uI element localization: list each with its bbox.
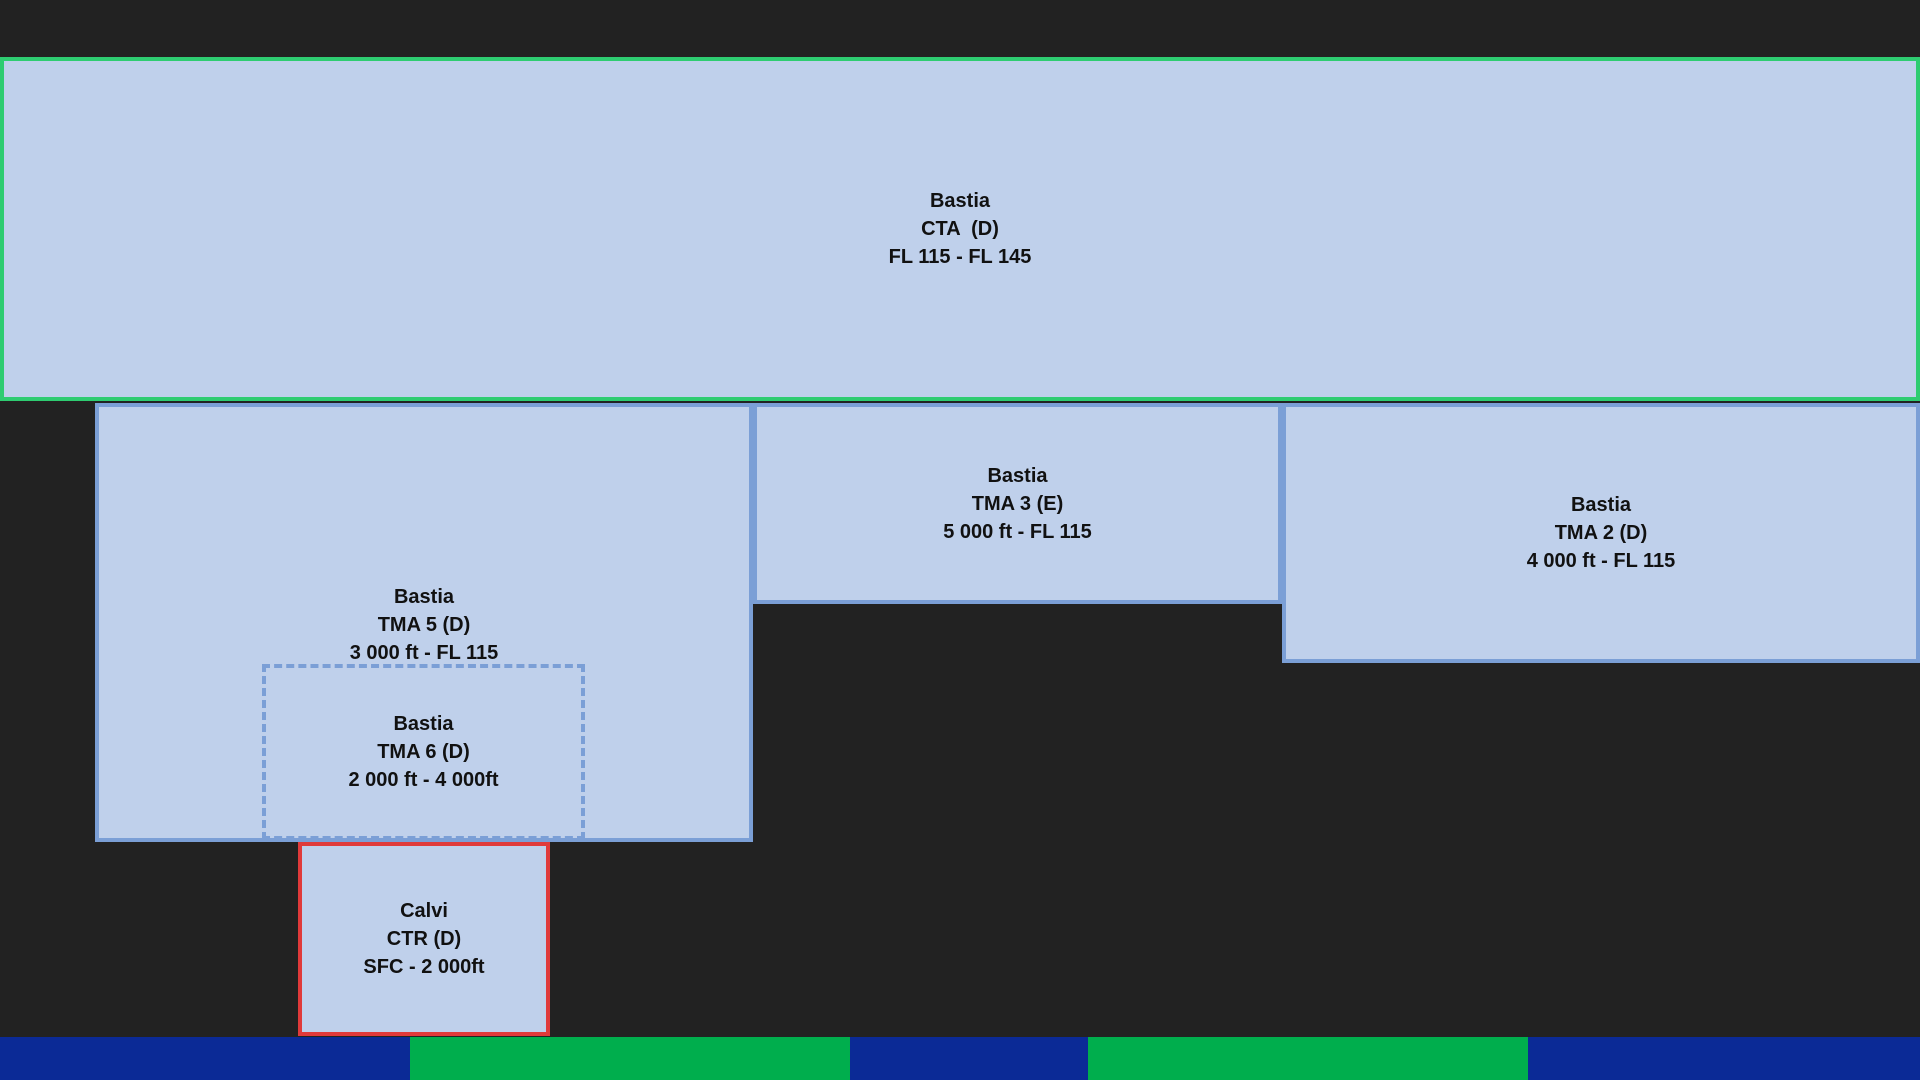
zone-name: TMA 3 (E) xyxy=(971,492,1064,515)
zone-bastia-cta: Bastia CTA (D) FL 115 - FL 145 xyxy=(0,57,1920,401)
zone-city: Bastia xyxy=(929,190,991,212)
zone-city: Bastia xyxy=(987,464,1048,487)
zone-city: Bastia xyxy=(1570,494,1632,516)
zone-name: CTA (D) xyxy=(921,218,999,240)
zone-bastia-tma2: Bastia TMA 2 (D) 4 000 ft - FL 115 xyxy=(1282,403,1920,663)
footer-bar-blue xyxy=(1528,1037,1920,1080)
footer-bar-green xyxy=(410,1037,850,1080)
zone-bastia-tma5: Bastia TMA 5 (D) 3 000 ft - FL 115 xyxy=(95,403,753,842)
zone-name: TMA 2 (D) xyxy=(1554,522,1648,544)
footer-bar-blue xyxy=(0,1037,410,1080)
zone-limits: FL 115 - FL 145 xyxy=(888,246,1032,268)
zone-limits: SFC - 2 000ft xyxy=(363,956,485,978)
zone-label: Bastia TMA 5 (D) 3 000 ft - FL 115 xyxy=(99,583,749,667)
zone-limits: 4 000 ft - FL 115 xyxy=(1526,550,1676,572)
zone-bastia-tma3: Bastia TMA 3 (E) 5 000 ft - FL 115 xyxy=(753,403,1282,604)
zone-city: Bastia xyxy=(393,713,454,735)
zone-bastia-tma6: Bastia TMA 6 (D) 2 000 ft - 4 000ft xyxy=(262,664,585,840)
zone-city: Calvi xyxy=(400,900,448,922)
zone-limits: 3 000 ft - FL 115 xyxy=(349,642,499,664)
zone-name: CTR (D) xyxy=(386,928,462,950)
footer-bar-green xyxy=(1088,1037,1528,1080)
footer-bar-blue xyxy=(850,1037,1088,1080)
zone-city: Bastia xyxy=(393,586,455,608)
zone-limits: 2 000 ft - 4 000ft xyxy=(348,769,499,791)
zone-calvi-ctr: Calvi CTR (D) SFC - 2 000ft xyxy=(298,842,550,1036)
zone-name: TMA 6 (D) xyxy=(377,741,470,763)
zone-limits: 5 000 ft - FL 115 xyxy=(943,520,1092,543)
zone-name: TMA 5 (D) xyxy=(377,614,471,636)
